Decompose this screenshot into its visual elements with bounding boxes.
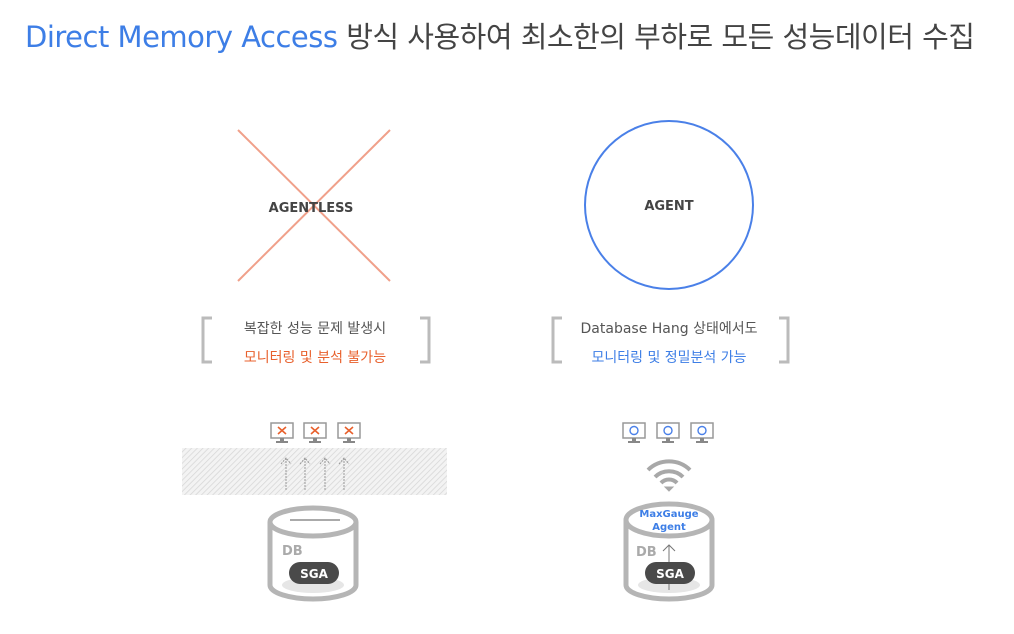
sga-label: SGA bbox=[656, 567, 684, 581]
title-rest: 방식 사용하여 최소한의 부하로 모든 성능데이터 수집 bbox=[337, 20, 975, 54]
wifi-icon bbox=[646, 459, 692, 492]
agent-name-line1: MaxGauge bbox=[639, 509, 698, 520]
agent-caption-line2: 모니터링 및 정밀분석 가능 bbox=[591, 350, 747, 366]
monitor-error-icons bbox=[270, 422, 361, 444]
agent-circle-icon bbox=[584, 120, 754, 290]
database-agent-icon bbox=[623, 501, 715, 602]
blocked-area bbox=[182, 448, 447, 495]
agent-caption-line1: Database Hang 상태에서도 bbox=[580, 321, 758, 337]
agent-name-line2: Agent bbox=[652, 522, 686, 533]
agentless-caption-line2: 모니터링 및 분석 불가능 bbox=[243, 350, 387, 366]
db-label: DB bbox=[636, 545, 657, 560]
sga-label: SGA bbox=[300, 567, 328, 581]
title-highlight: Direct Memory Access bbox=[25, 20, 338, 54]
db-label: DB bbox=[282, 544, 303, 559]
page-title: Direct Memory Access 방식 사용하여 최소한의 부하로 모든… bbox=[25, 14, 975, 56]
agentless-caption-line1: 복잡한 성능 문제 발생시 bbox=[243, 321, 387, 337]
bracket-icons bbox=[201, 316, 790, 364]
database-icon bbox=[267, 505, 359, 602]
agentless-label: AGENTLESS bbox=[269, 201, 354, 216]
arrow-up-icons bbox=[280, 457, 350, 490]
monitor-ok-icons bbox=[622, 422, 714, 444]
agentless-cross-icon bbox=[237, 129, 391, 282]
agent-label: AGENT bbox=[644, 199, 693, 214]
